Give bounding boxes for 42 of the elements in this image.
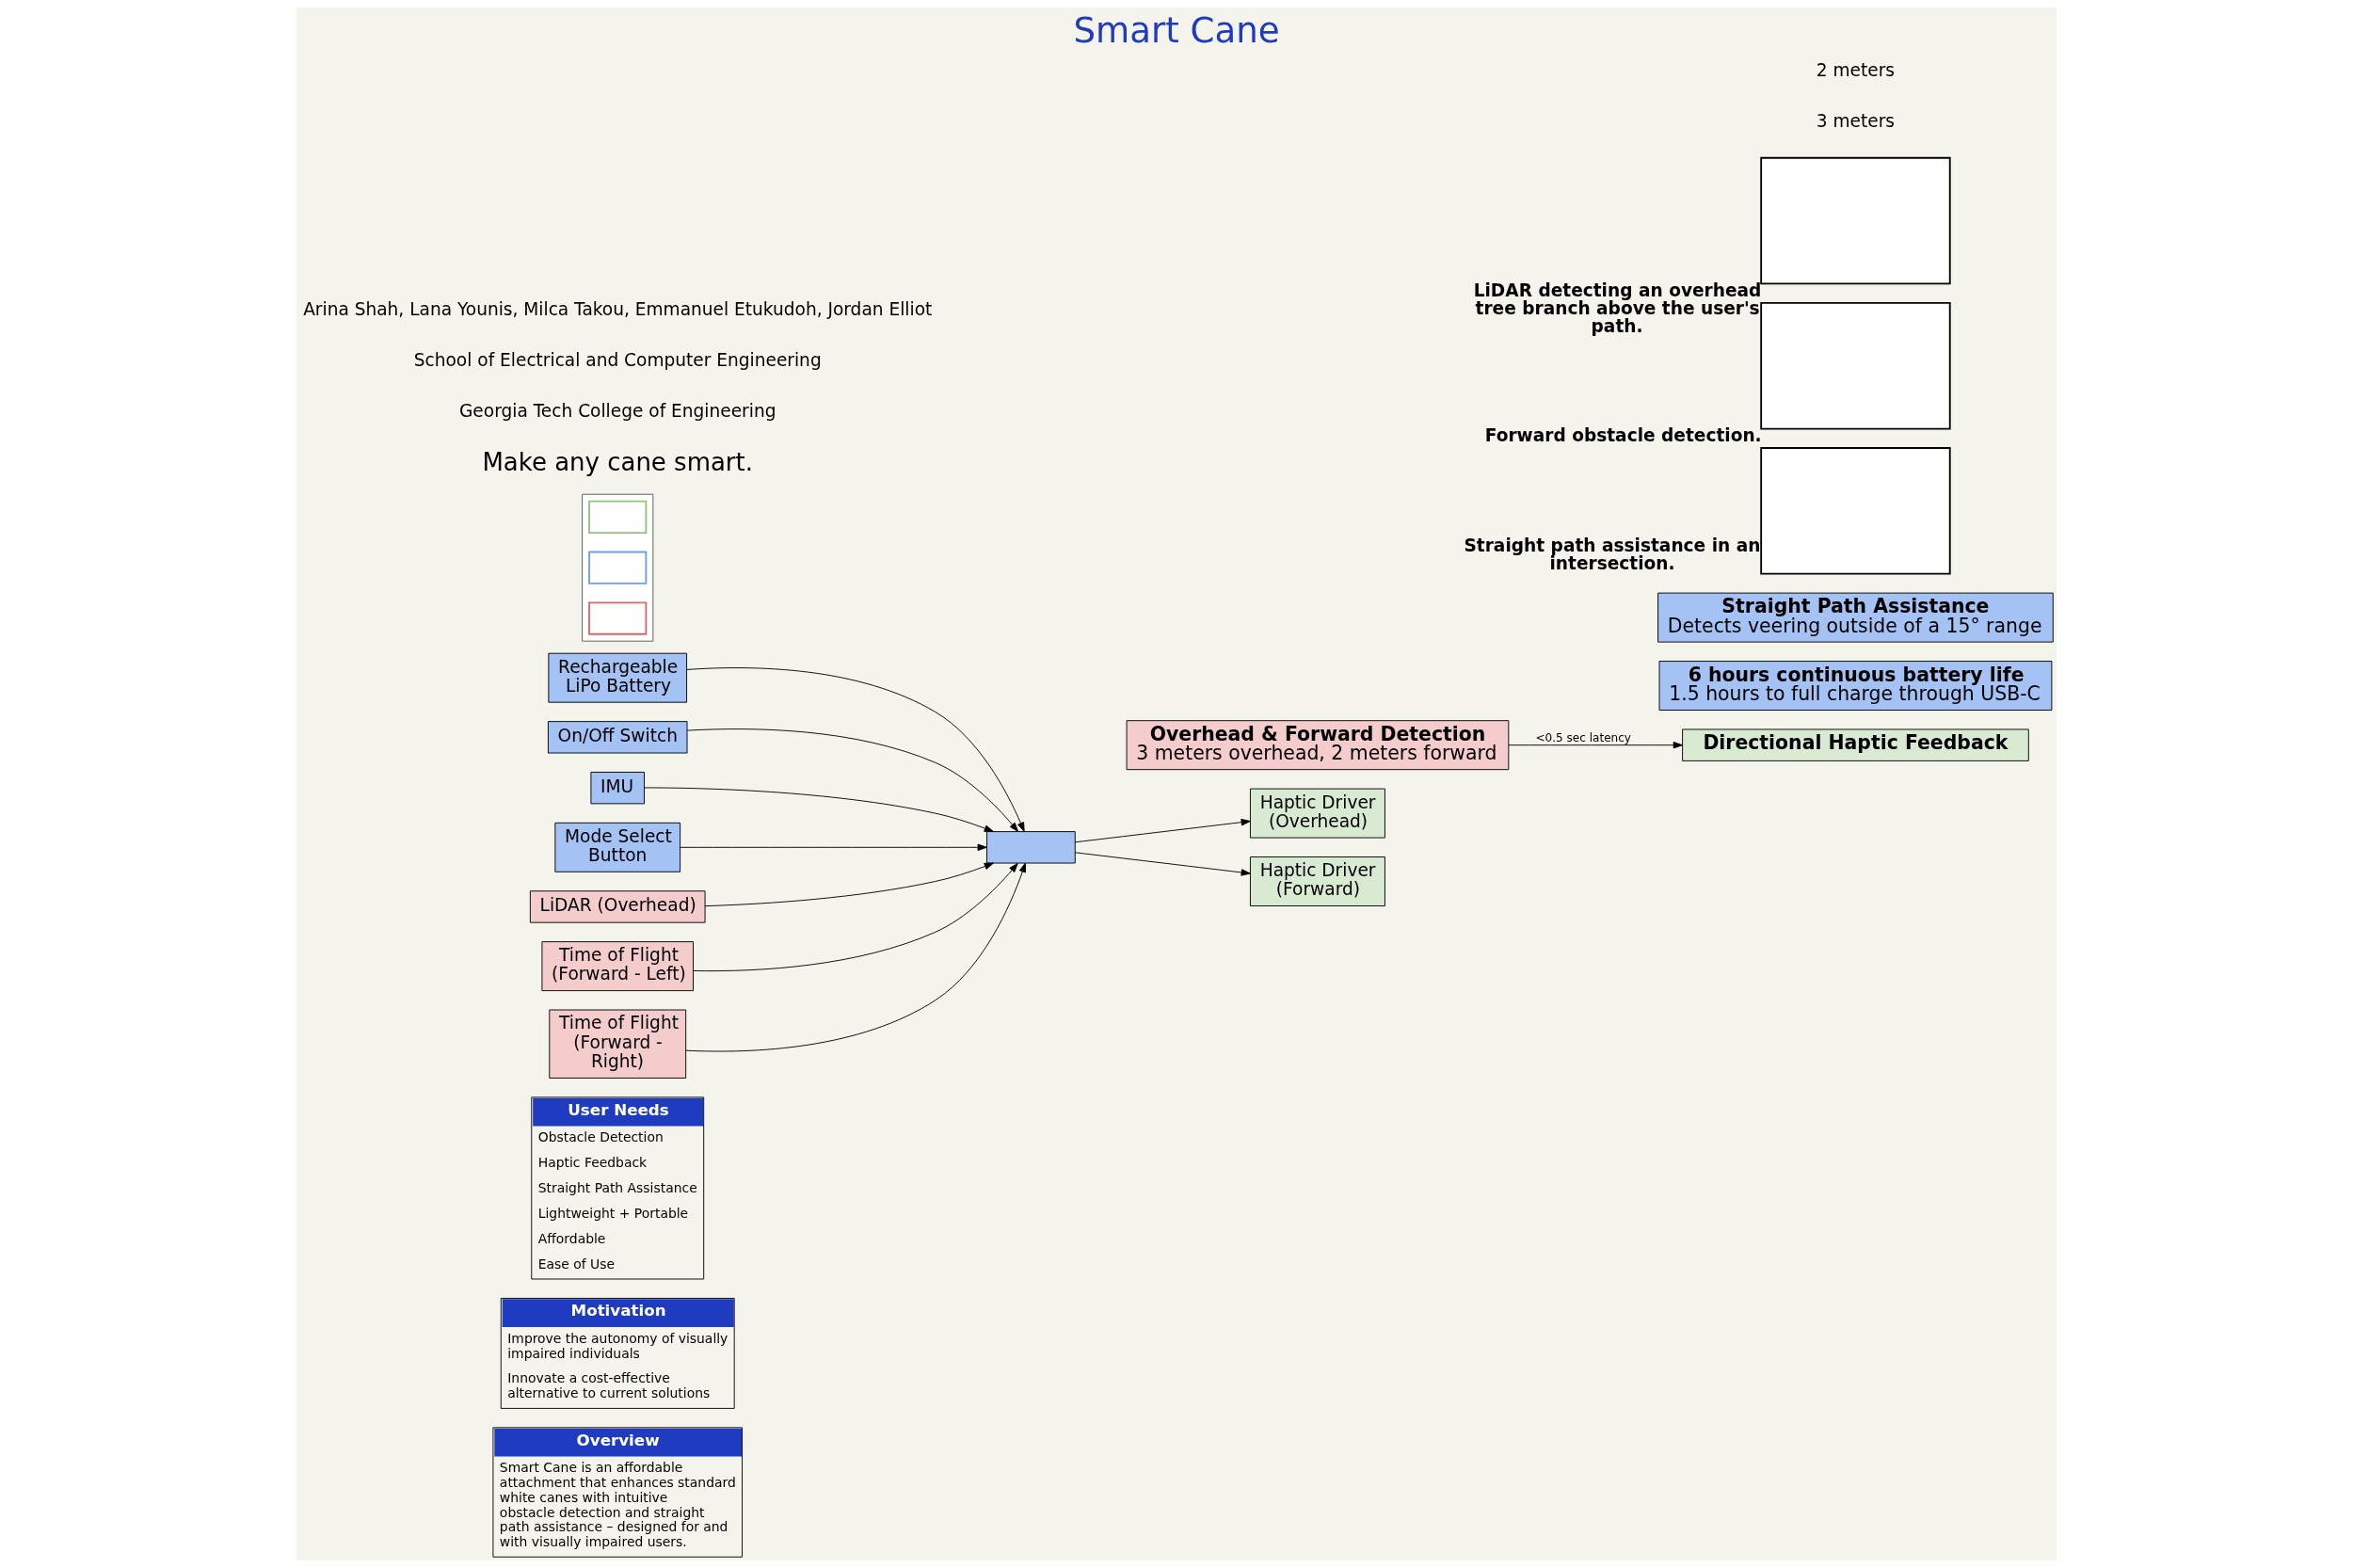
node-box: On/Off Switch	[547, 721, 688, 754]
node-box: Haptic Driver (Forward)	[1250, 856, 1385, 906]
node-label: Forward obstacle detection.	[1484, 425, 1762, 446]
node-box: LiDAR (Overhead)	[529, 890, 706, 923]
node-box: Mode Select Button	[554, 822, 681, 872]
arrow	[680, 843, 987, 852]
node-box: 6 hours continuous battery life 1.5 hours to full charge through USB-C	[1658, 661, 2053, 711]
node-box: Time of Flight (Forward - Left)	[541, 941, 694, 992]
label: Make any cane smart.	[482, 448, 754, 477]
node-box	[588, 500, 648, 534]
arrow	[1074, 818, 1251, 843]
label: Arina Shah, Lana Younis, Milca Takou, Emmanuel Etukudoh, Jordan Elliot	[303, 298, 933, 319]
cluster	[582, 493, 654, 642]
node-box: Straight Path Assistance Detects veering outside of a 15° range	[1657, 592, 2054, 643]
node-box: IMU	[590, 772, 645, 805]
arrow	[686, 728, 1019, 832]
node-box	[986, 831, 1076, 864]
arrow	[704, 862, 994, 907]
node-box	[1760, 447, 1951, 575]
node-box: Time of Flight (Forward - Right)	[549, 1009, 687, 1079]
label: 3 meters	[1816, 111, 1896, 132]
label: 2 meters	[1816, 60, 1896, 81]
arrow	[644, 787, 994, 833]
node-box: Overhead & Forward Detection 3 meters overhead, 2 meters forward	[1126, 720, 1510, 771]
label: School of Electrical and Computer Engineering	[413, 349, 822, 370]
node-box	[1760, 156, 1951, 285]
node-box	[588, 601, 648, 635]
node-box	[1760, 301, 1951, 430]
label: Georgia Tech College of Engineering	[458, 400, 776, 421]
arrow	[685, 862, 1026, 1052]
arrow	[1508, 741, 1683, 749]
node-box: Directional Haptic Feedback	[1682, 728, 2029, 761]
node-label: LiDAR detecting an overhead tree branch above the user's path.	[1473, 280, 1762, 336]
arrow	[686, 667, 1025, 832]
diagram-title: Smart Cane	[1073, 10, 1280, 52]
edge-label: <0.5 sec latency	[1535, 731, 1632, 745]
node-label: Straight path assistance in an intersection.	[1464, 536, 1761, 574]
node-box	[588, 551, 648, 584]
arrow	[693, 862, 1018, 972]
node-box: Haptic Driver (Overhead)	[1250, 788, 1385, 839]
node-box: Rechargeable LiPo Battery	[548, 652, 688, 703]
arrow	[1074, 852, 1251, 876]
